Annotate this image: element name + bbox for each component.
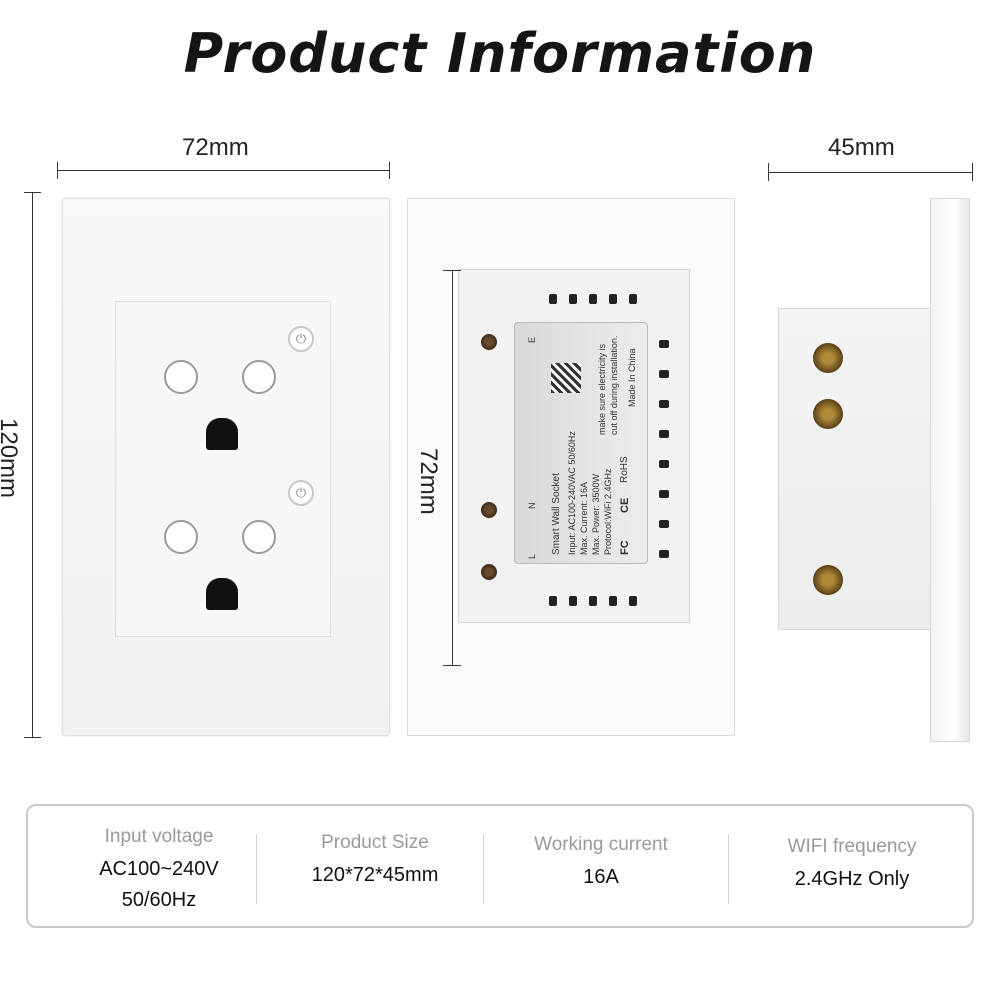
spec-label: WIFI frequency [787,836,917,857]
front-width-label: 72mm [182,134,249,161]
outlet-hole-right-top [242,360,276,394]
outlet-hole-left-bottom [164,520,198,554]
outlet-hole-left-top [164,360,198,394]
socket-side-body [778,308,932,630]
spec-label: Working current [534,834,668,855]
vent [659,460,669,468]
spec-separator [728,834,729,904]
height-tick-top [24,192,41,193]
vent [589,596,597,606]
spec-value: 16A [583,866,619,888]
spec-wifi-frequency: WIFI frequency 2.4GHz Only [734,836,970,956]
vent [659,340,669,348]
height-label: 120mm [0,418,22,499]
vent [659,490,669,498]
socket-insert: ⏻ ⏻ [115,301,331,637]
terminal-screw [481,334,497,350]
vent [659,550,669,558]
spec-label: Input voltage [104,826,214,847]
plate-origin: Made In China [627,348,637,407]
vent [609,294,617,304]
terminal-screw [481,564,497,580]
spec-value: 120*72*45mm [311,864,439,886]
depth-label: 45mm [828,134,895,161]
socket-side-view [930,198,970,742]
vent [629,596,637,606]
plate-power: Max. Power: 3500W [591,473,601,555]
spec-value: AC100~240V [99,858,219,880]
terminal-screw [481,502,497,518]
spec-separator [256,834,257,904]
plate-product-name: Smart Wall Socket [551,473,562,555]
back-height-tick-top [443,270,461,271]
height-tick-bottom [24,737,41,738]
back-width-label: 72mm [415,448,442,515]
back-height-tick-bottom [443,665,461,666]
terminal-screw-icon [813,343,843,373]
front-width-line [57,170,389,171]
spec-working-current: Working current 16A [490,834,712,954]
vent [549,294,557,304]
plate-input: Input: AC100-240VAC 50/60Hz [567,431,577,555]
plate-current: Max. Current: 16A [579,481,589,555]
ground-hole-bottom [206,578,238,610]
rating-label-plate: E N L Smart Wall Socket Input: AC100-240… [514,322,648,564]
plate-terminal-l: L [527,553,537,559]
spec-input-voltage: Input voltage AC100~240V 50/60Hz [48,826,270,946]
back-height-line [452,270,453,666]
spec-subvalue: 50/60Hz [121,889,197,911]
height-line [32,192,33,738]
back-module: E N L Smart Wall Socket Input: AC100-240… [458,269,690,623]
vent [629,294,637,304]
depth-tick-left [768,163,769,181]
vent [569,596,577,606]
plate-terminal-n: N [527,502,537,510]
terminal-screw-icon [813,565,843,595]
vent [659,520,669,528]
front-width-tick-right [389,162,390,179]
plate-cert-rohs: RoHS [619,456,630,483]
plate-warning-1: make sure electricity is [597,343,607,435]
ground-hole-top [206,418,238,450]
vent [609,596,617,606]
depth-tick-right [972,163,973,181]
qr-code-icon [551,363,581,393]
plate-protocol: Protocol:WiFi 2.4GHz [603,468,613,555]
spec-separator [483,834,484,904]
socket-back-view: E N L Smart Wall Socket Input: AC100-240… [407,198,735,736]
socket-front-view: ⏻ ⏻ [62,198,390,736]
spec-label: Product Size [321,832,429,853]
plate-cert-fc: FC [619,540,631,555]
depth-line [768,172,973,173]
power-touch-icon-lower: ⏻ [288,480,314,506]
power-touch-icon: ⏻ [288,326,314,352]
outlet-hole-right-bottom [242,520,276,554]
front-width-tick-left [57,162,58,179]
vent [659,430,669,438]
spec-table: Input voltage AC100~240V 50/60Hz Product… [26,804,974,928]
plate-warning-2: cut off during installation. [609,335,619,435]
vent [549,596,557,606]
plate-terminal-e: E [527,336,537,343]
vent [659,370,669,378]
terminal-screw-icon [813,399,843,429]
spec-value: 2.4GHz Only [794,868,910,890]
vent [569,294,577,304]
vent [659,400,669,408]
plate-cert-ce: CE [619,497,631,513]
spec-product-size: Product Size 120*72*45mm [264,832,486,952]
page-title: Product Information [183,22,817,85]
vent [589,294,597,304]
